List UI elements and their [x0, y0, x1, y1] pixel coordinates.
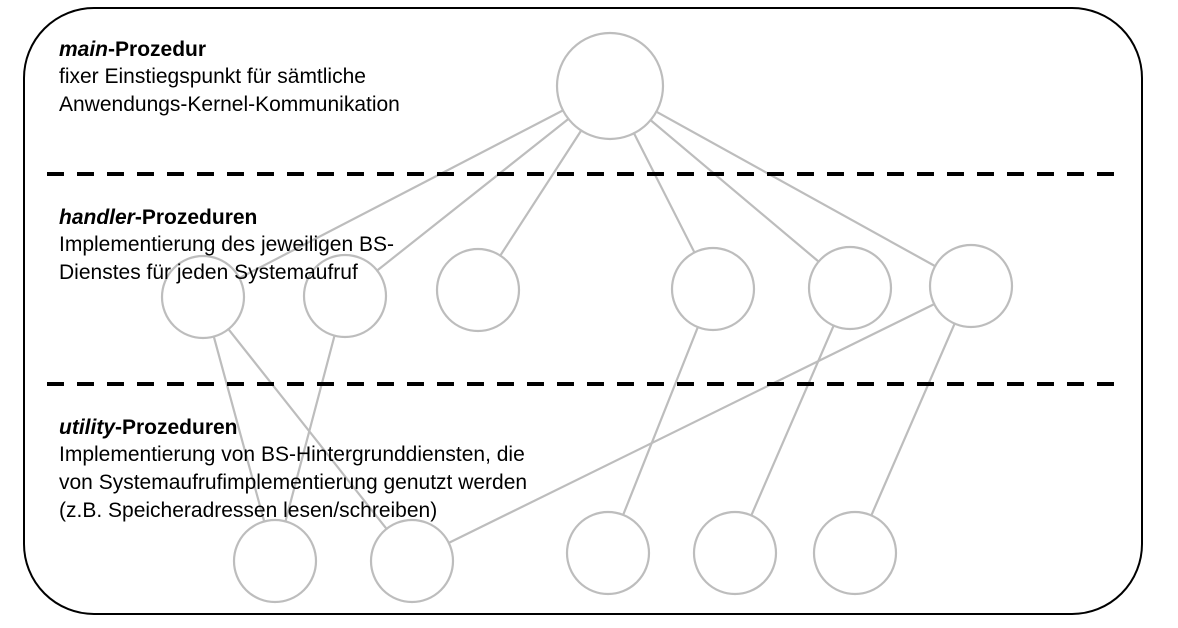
node-utility-1[interactable] [232, 518, 318, 604]
node-main-1[interactable] [555, 31, 665, 141]
node-handler-1[interactable] [160, 254, 246, 340]
edge-handler-4-to-utility-3 [622, 325, 699, 517]
edge-handler-1-to-utility-1 [212, 335, 266, 523]
edge-handler-2-to-utility-1 [284, 334, 336, 523]
layer-label-handler: handler-Prozeduren Implementierung des j… [59, 204, 394, 287]
node-handler-6[interactable] [928, 243, 1014, 329]
edge-main-1-to-handler-6 [655, 110, 937, 268]
edge-main-1-to-handler-1 [238, 109, 565, 280]
edge-handler-6-to-utility-2 [447, 302, 936, 545]
layer-label-main: main-Prozedur fixer Einstiegspunkt für s… [59, 36, 400, 119]
layer-title-handler: handler-Prozeduren [59, 204, 394, 231]
layer-title-utility-rest: -Prozeduren [115, 416, 238, 439]
edge-main-1-to-handler-3 [499, 129, 583, 257]
layer-title-utility-italic: utility [59, 416, 115, 439]
diagram-frame-group [23, 7, 1143, 615]
edge-main-1-to-handler-5 [649, 119, 820, 263]
layer-title-main-italic: main [59, 38, 109, 61]
edge-handler-6-to-utility-5 [870, 322, 956, 517]
node-utility-4[interactable] [692, 510, 778, 596]
layer-body-handler: Implementierung des jeweiligen BS- Diens… [59, 233, 395, 284]
node-handler-5[interactable] [807, 245, 893, 331]
node-utility-5[interactable] [812, 510, 898, 596]
edge-group [212, 109, 956, 545]
node-utility-2[interactable] [369, 518, 455, 604]
node-utility-3[interactable] [565, 510, 651, 596]
layer-title-handler-italic: handler [59, 206, 135, 229]
edge-handler-1-to-utility-2 [227, 328, 388, 530]
layer-body-utility: Implementierung von BS-Hintergrunddienst… [59, 443, 528, 522]
layer-title-main-rest: -Prozedur [108, 38, 207, 61]
edge-main-1-to-handler-4 [632, 132, 696, 254]
layer-body-main: fixer Einstiegspunkt für sämtliche Anwen… [59, 65, 400, 116]
layer-title-main: main-Prozedur [59, 36, 400, 63]
node-group [160, 31, 1014, 604]
node-handler-3[interactable] [435, 247, 521, 333]
layer-title-handler-rest: -Prozeduren [134, 206, 258, 229]
layer-title-utility: utility-Prozeduren [59, 414, 527, 441]
node-handler-4[interactable] [670, 246, 756, 332]
edge-main-1-to-handler-2 [376, 117, 570, 272]
node-handler-2[interactable] [302, 253, 388, 339]
diagram-frame [23, 7, 1143, 615]
layer-label-utility: utility-Prozeduren Implementierung von B… [59, 414, 527, 525]
edge-handler-5-to-utility-4 [750, 324, 835, 517]
